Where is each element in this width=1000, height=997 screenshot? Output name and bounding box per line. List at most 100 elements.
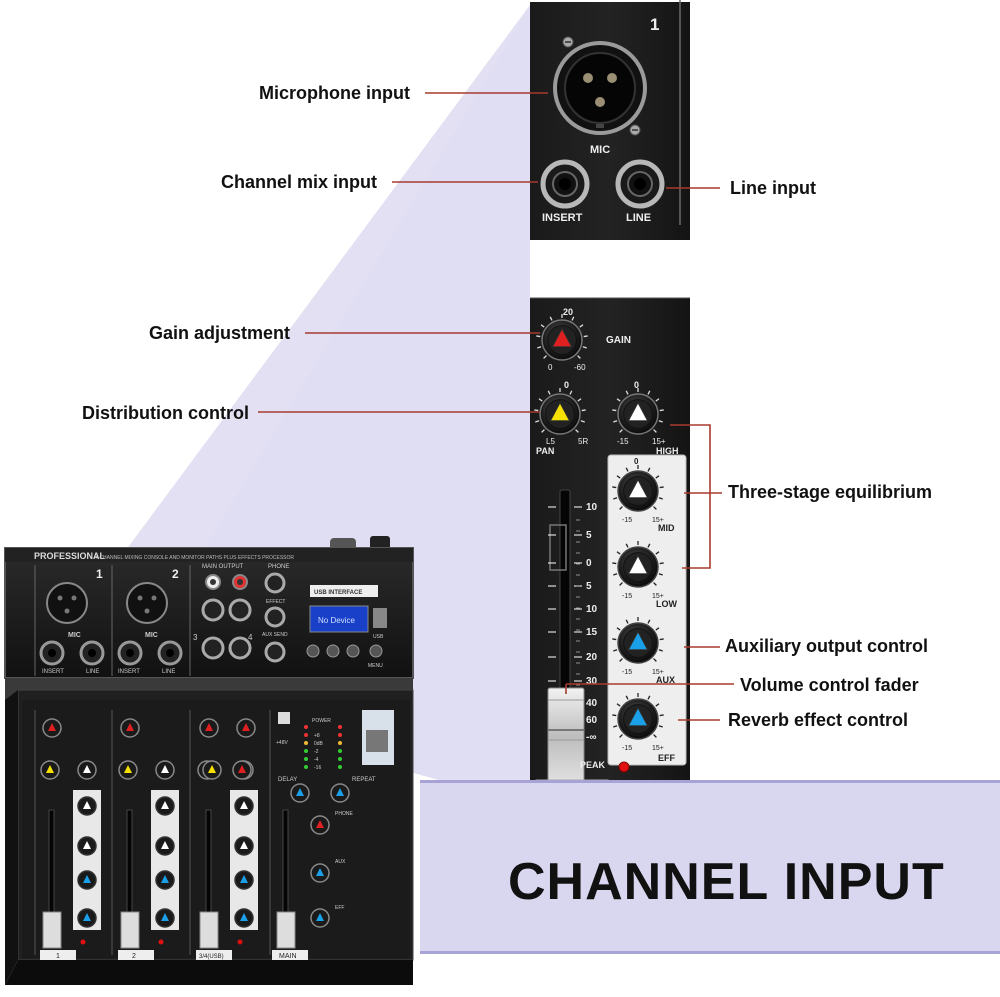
mixer-ch4-gain-knob[interactable] — [236, 718, 256, 738]
mixer-ch1-eff-knob[interactable] — [77, 908, 97, 928]
gain-knob[interactable] — [536, 314, 588, 361]
mixer-meter-leds — [304, 725, 342, 769]
strip-mic-label: MIC — [590, 144, 610, 156]
mixer-aux-master-label: AUX — [335, 859, 346, 865]
mixer-ch2-aux-knob[interactable] — [155, 870, 175, 890]
gain-max-label: -60 — [574, 363, 586, 372]
mixer-delay-knob[interactable] — [290, 783, 310, 803]
fader-scale-label: -∞ — [586, 732, 596, 743]
mixer-strip-label-3: 3/4(USB) — [199, 954, 224, 960]
mixer-ch1-fader-cap[interactable] — [42, 911, 62, 949]
pan-top-label: 0 — [564, 380, 569, 390]
mixer-ch2-high-knob[interactable] — [155, 760, 175, 780]
fader-scale-label: 5 — [586, 530, 592, 541]
fader-scale-label: 10 — [586, 502, 598, 513]
mixer-eff-master-label: EFF — [335, 905, 344, 911]
mixer-usb-label: USB — [373, 634, 384, 640]
aux-max-label: 15+ — [652, 669, 664, 676]
mid-eq-knob[interactable] — [612, 465, 664, 512]
mixer-eff-master-knob[interactable] — [310, 908, 330, 928]
mixer-ch2-number: 2 — [172, 567, 179, 581]
mixer-ch3-fader-cap[interactable] — [199, 911, 219, 949]
mixer-strip-label-main: MAIN — [279, 953, 297, 960]
mixer-menu-label: MENU — [368, 663, 383, 669]
high-label: HIGH — [656, 446, 679, 456]
mixer-ch1-low-knob[interactable] — [77, 836, 97, 856]
volume-fader-cap[interactable] — [547, 687, 585, 787]
mixer-ch2-fader-cap[interactable] — [120, 911, 140, 949]
mixer-ch2-eff-knob[interactable] — [155, 908, 175, 928]
fader-scale-label: 20 — [586, 652, 598, 663]
strip-knobs — [534, 314, 664, 740]
mixer-ch2-peak-led — [158, 939, 164, 945]
callout-channel-mix-input: Channel mix input — [221, 172, 378, 192]
mixer-ch2-low-knob[interactable] — [155, 836, 175, 856]
mixer-display-text: No Device — [318, 616, 355, 625]
mixer-strip-label-1: 1 — [56, 953, 60, 960]
mixer-ch3-mid-knob[interactable] — [234, 796, 254, 816]
mixer-ch2-pan-knob[interactable] — [118, 760, 138, 780]
aux-label: AUX — [656, 675, 675, 685]
fader-scale-label: 15 — [586, 627, 598, 638]
callout-volume-fader: Volume control fader — [740, 675, 919, 695]
callout-reverb-control: Reverb effect control — [728, 710, 909, 730]
mixer-ch1-gain-knob[interactable] — [42, 718, 62, 738]
mixer-aux-master-knob[interactable] — [310, 863, 330, 883]
pan-label: PAN — [536, 446, 554, 456]
eff-send-knob[interactable] — [612, 693, 664, 740]
mixer-ch1-pan-knob[interactable] — [40, 760, 60, 780]
strip-channel-number: 1 — [650, 15, 659, 34]
gain-label: GAIN — [606, 335, 631, 346]
mixer-ch1-high-knob[interactable] — [77, 760, 97, 780]
mixer-ch34-high-knob[interactable] — [232, 760, 252, 780]
low-eq-knob[interactable] — [612, 541, 664, 588]
fader-scale-label: 40 — [586, 698, 598, 709]
callout-gain-adjustment: Gain adjustment — [149, 323, 291, 343]
mixer-meter-label-2: -2 — [314, 749, 319, 755]
mixer-main-fader-cap[interactable] — [276, 911, 296, 949]
aux-send-knob[interactable] — [612, 617, 664, 664]
mixer-ch3-aux-knob[interactable] — [234, 870, 254, 890]
banner-title: CHANNEL INPUT — [508, 853, 945, 911]
eff-min-label: -15 — [622, 745, 632, 752]
low-max-label: 15+ — [652, 593, 664, 600]
mixer-ch2-mid-knob[interactable] — [155, 796, 175, 816]
mixer-ch3-gain-knob[interactable] — [199, 718, 219, 738]
mixer-channel-strips — [40, 718, 350, 949]
channel-input-banner — [420, 780, 1000, 954]
mixer-ch3-eff-knob[interactable] — [234, 908, 254, 928]
mixer-phone-knob[interactable] — [310, 815, 330, 835]
high-min-label: -15 — [617, 437, 629, 446]
mixer-ch3-low-knob[interactable] — [234, 836, 254, 856]
strip-line-label: LINE — [626, 212, 651, 224]
zoom-projection-upper — [100, 5, 530, 692]
high-eq-knob[interactable] — [612, 388, 664, 435]
mixer-ch1-number: 1 — [96, 567, 103, 581]
low-min-label: -15 — [622, 593, 632, 600]
high-max-label: 15+ — [652, 437, 666, 446]
mixer-meter-label-4: -16 — [314, 765, 321, 771]
callout-mic-input: Microphone input — [259, 83, 410, 103]
mixer-brand: PROFESSIONAL — [34, 551, 106, 561]
gain-min-label: 0 — [548, 363, 553, 372]
mixer-repeat-knob[interactable] — [330, 783, 350, 803]
fader-scale-label: 5 — [586, 581, 592, 592]
mixer-insert-label: INSERT — [42, 669, 64, 675]
mixer-phone-vol-label: PHONE — [335, 811, 353, 817]
mixer-ch1-mid-knob[interactable] — [77, 796, 97, 816]
mixer-aux-send-label: AUX SEND — [262, 632, 288, 638]
mixer-ch1-aux-knob[interactable] — [77, 870, 97, 890]
channel-strip-closeup: 1 MIC INSERT LINE 20 GAIN 0 -60 0 L5 — [530, 0, 690, 808]
mixer-ch34-pan-knob[interactable] — [202, 760, 222, 780]
pan-right-label: 5R — [578, 437, 588, 446]
fader-scale-label: 0 — [586, 558, 592, 569]
mid-max-label: 15+ — [652, 517, 664, 524]
mixer-phone-label: PHONE — [268, 564, 289, 570]
pan-knob[interactable] — [534, 388, 586, 435]
mixer-mic-label: MIC — [68, 632, 81, 639]
mid-label: MID — [658, 523, 675, 533]
mixer-ch2-gain-knob[interactable] — [120, 718, 140, 738]
mixer-usb-interface-label: USB INTERFACE — [314, 590, 362, 596]
pan-left-label: L5 — [546, 437, 555, 446]
